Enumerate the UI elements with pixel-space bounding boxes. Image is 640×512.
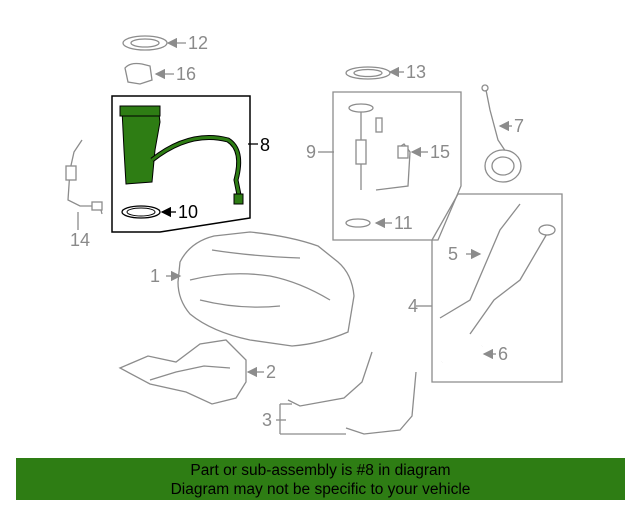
part-6-hose[interactable]: 6 (441, 344, 508, 364)
banner-line-1: Part or sub-assembly is #8 in diagram (190, 462, 451, 479)
callout-4: 4 (408, 296, 418, 316)
part-7-fuel-cap[interactable]: 7 (481, 84, 524, 183)
part-8-fuel-pump-module[interactable]: 8 10 (111, 95, 270, 233)
callout-7: 7 (514, 116, 524, 136)
info-banner: Part or sub-assembly is #8 in diagram Di… (16, 458, 625, 500)
part-14-sender[interactable]: 14 (65, 139, 103, 250)
callout-13: 13 (406, 62, 426, 82)
callout-3: 3 (262, 410, 272, 430)
banner-line-2: Diagram may not be specific to your vehi… (170, 481, 471, 498)
part-9-assembly[interactable]: 9 (306, 91, 462, 241)
callout-15: 15 (430, 142, 450, 162)
part-4-filler-assembly[interactable]: 4 (408, 193, 563, 383)
callout-5: 5 (448, 244, 458, 264)
callout-9: 9 (306, 142, 316, 162)
callout-11: 11 (394, 213, 413, 233)
callout-6: 6 (498, 344, 508, 364)
callout-2: 2 (266, 362, 276, 382)
part-2-heat-shield[interactable]: 2 (118, 339, 276, 405)
callout-8: 8 (260, 135, 270, 155)
part-12-seal[interactable]: 12 (122, 33, 208, 53)
part-5-vent-pipe[interactable]: 5 (448, 244, 482, 264)
callout-10: 10 (178, 202, 198, 222)
part-13-lock-ring[interactable]: 13 (345, 62, 426, 82)
part-3-straps[interactable]: 3 (262, 351, 417, 435)
part-16-connector[interactable]: 16 (124, 62, 196, 85)
callout-12: 12 (188, 33, 208, 53)
part-1-fuel-tank[interactable]: 1 (150, 231, 355, 347)
callout-1: 1 (150, 266, 160, 286)
part-11-seal[interactable]: 11 (345, 213, 413, 233)
callout-14: 14 (70, 230, 90, 250)
callout-16: 16 (176, 64, 196, 84)
part-15-level-sensor[interactable]: 15 (375, 142, 450, 191)
